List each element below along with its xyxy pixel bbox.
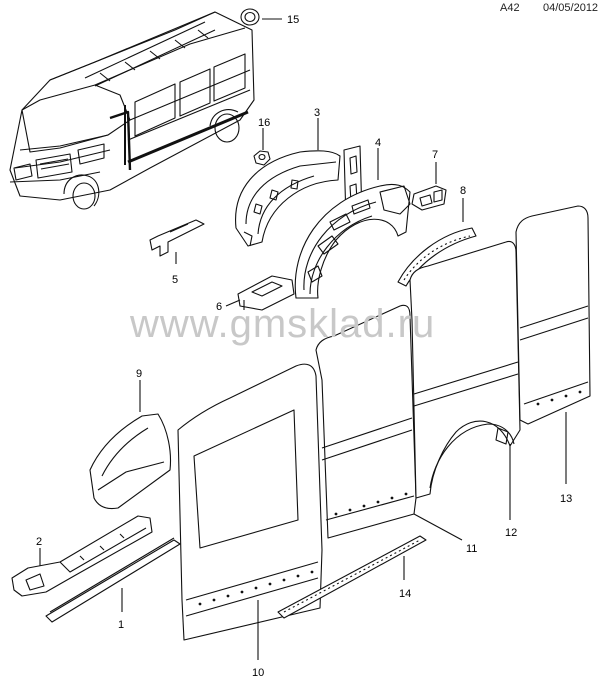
page-code: A42	[500, 2, 520, 14]
callout-3: 3	[314, 107, 320, 119]
diagram-date: 04/05/2012	[543, 2, 599, 14]
part-5-bracket	[149, 219, 205, 264]
callout-8: 8	[460, 185, 466, 197]
callout-15: 15	[287, 14, 299, 26]
callout-2: 2	[36, 536, 42, 548]
part-11-side-panel	[315, 304, 463, 541]
part-12-side-panel-wheel-arch	[409, 240, 521, 520]
callout-6: 6	[216, 301, 222, 313]
callout-1: 1	[118, 619, 124, 631]
panel-13-rivet-row	[536, 390, 582, 406]
part-15-grommet	[240, 8, 282, 26]
part-3-inner-wheel-arch	[235, 118, 341, 247]
part-9-quarter-upper-panel	[89, 380, 172, 510]
part-2-sill-rail	[11, 515, 153, 597]
callout-9: 9	[136, 368, 142, 380]
part-16-nut	[253, 128, 271, 166]
van-overview-illustration	[9, 11, 255, 210]
callout-7: 7	[432, 149, 438, 161]
callout-16: 16	[258, 117, 270, 129]
panel-11-rivet-row	[334, 492, 408, 516]
callout-12: 12	[505, 527, 517, 539]
callout-14: 14	[399, 588, 411, 600]
part-4-wheel-arch-assembly	[294, 145, 411, 299]
callout-4: 4	[375, 137, 381, 149]
part-6-bracket	[225, 275, 295, 311]
part-13-rear-side-panel	[515, 205, 591, 484]
watermark: www.gmsklad.ru	[130, 302, 436, 346]
callout-11: 11	[466, 543, 477, 555]
part-14-lower-sill-strip	[277, 535, 427, 619]
callout-10: 10	[252, 667, 264, 679]
part-1-sill-panel	[45, 537, 181, 623]
part-7-small-bracket	[411, 162, 447, 211]
part-10-side-panel	[177, 363, 323, 660]
callout-13: 13	[560, 493, 572, 505]
callout-5: 5	[172, 274, 178, 286]
panel-10-rivet-row	[198, 570, 314, 606]
